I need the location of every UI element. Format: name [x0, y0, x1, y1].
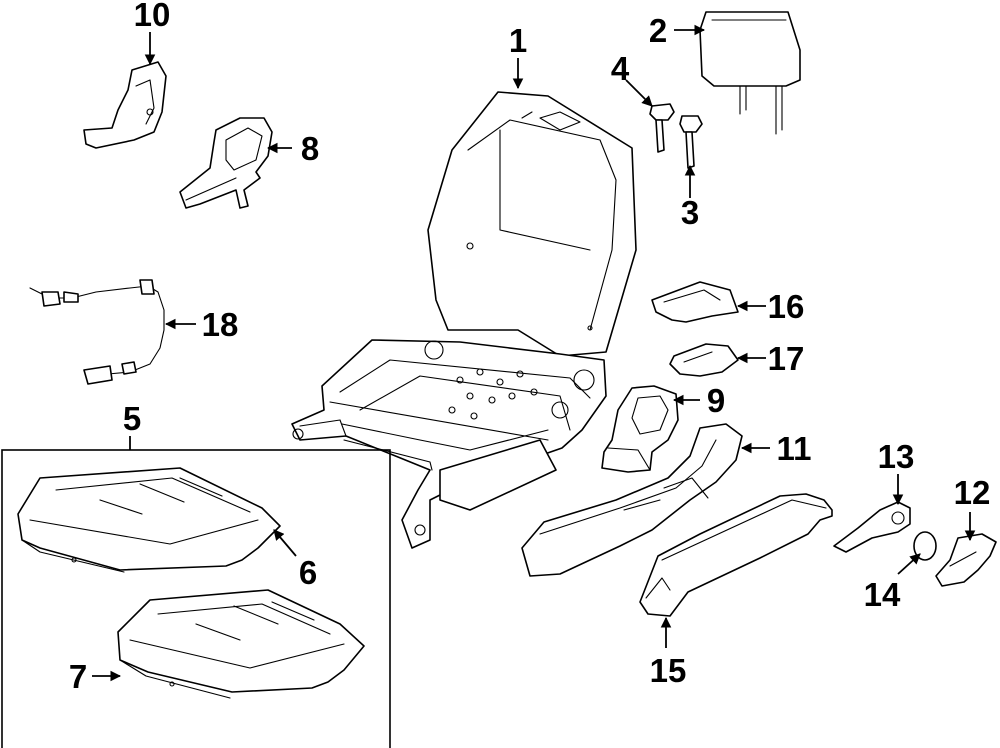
callout-13: 13 [878, 438, 915, 475]
part-side-shield-11 [521, 423, 743, 577]
callout-15: 15 [650, 652, 687, 689]
part-recliner-cover-9 [601, 385, 679, 473]
cushion-group-box [1, 449, 391, 748]
part-small-cover-12 [935, 533, 997, 587]
callout-4: 4 [611, 50, 630, 87]
part-wire-harness-18 [29, 279, 165, 385]
callout-7: 7 [69, 658, 87, 695]
part-cushion-cover-6 [17, 467, 281, 573]
callout-6: 6 [299, 554, 317, 591]
callout-9: 9 [707, 382, 725, 419]
callout-10: 10 [134, 0, 171, 33]
callout-11: 11 [777, 430, 812, 467]
callout-5: 5 [123, 400, 141, 437]
part-handle-13 [833, 501, 911, 553]
part-cap-14 [913, 531, 937, 561]
callout-2: 2 [649, 12, 667, 49]
callout-17: 17 [768, 340, 805, 377]
part-headrest [699, 11, 801, 135]
callout-8: 8 [301, 130, 319, 167]
part-rail-cover-15 [639, 493, 833, 617]
callout-16: 16 [768, 288, 805, 325]
callouts: 1 2 3 4 5 6 7 8 9 10 11 12 13 14 15 16 1… [69, 0, 991, 695]
callout-14: 14 [864, 576, 901, 613]
callout-1: 1 [509, 22, 527, 59]
part-bracket-17 [669, 343, 739, 377]
part-cushion-pad-7 [117, 589, 365, 699]
callout-18: 18 [202, 306, 239, 343]
leaders [92, 24, 976, 682]
part-headrest-guide-3 [679, 115, 703, 169]
part-cover-10 [83, 61, 167, 149]
part-seat-back-assembly [291, 91, 637, 549]
part-bracket-16 [651, 281, 739, 323]
part-bracket-8 [179, 117, 273, 209]
callout-3: 3 [681, 194, 699, 231]
callout-12: 12 [954, 474, 991, 511]
part-headrest-guide-4 [649, 103, 675, 153]
